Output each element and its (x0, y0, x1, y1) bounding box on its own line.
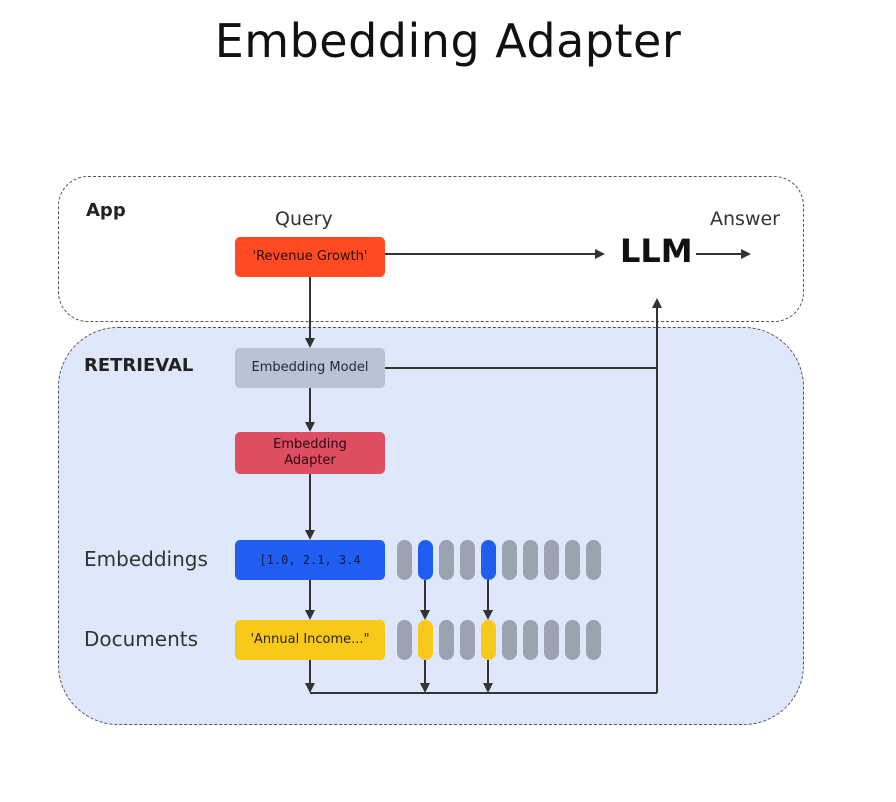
retrieval-region (58, 327, 804, 725)
embedding-pill-selected (481, 540, 496, 580)
query-box: 'Revenue Growth' (235, 237, 385, 277)
document-pill-selected (481, 620, 496, 660)
embedding-pill (565, 540, 580, 580)
llm-label: LLM (620, 232, 693, 270)
embedding-model-box: Embedding Model (235, 348, 385, 388)
document-pill (502, 620, 517, 660)
retrieval-label: RETRIEVAL (84, 355, 194, 376)
embedding-adapter-box: Embedding Adapter (235, 432, 385, 474)
embedding-pill (439, 540, 454, 580)
embedding-pill (460, 540, 475, 580)
document-pill-selected (418, 620, 433, 660)
embedding-vector-box: [1.0, 2.1, 3.4 (235, 540, 385, 580)
document-pill (460, 620, 475, 660)
answer-label: Answer (710, 208, 780, 230)
app-label: App (86, 200, 126, 221)
document-pill (565, 620, 580, 660)
app-region (58, 176, 804, 322)
document-pill (397, 620, 412, 660)
embeddings-label: Embeddings (84, 547, 208, 571)
document-pill (523, 620, 538, 660)
document-pill (439, 620, 454, 660)
embedding-pill (586, 540, 601, 580)
document-box: 'Annual Income..." (235, 620, 385, 660)
embedding-pill (523, 540, 538, 580)
document-pill (544, 620, 559, 660)
page-title: Embedding Adapter (214, 14, 682, 68)
query-label: Query (275, 208, 333, 230)
document-pill (586, 620, 601, 660)
documents-label: Documents (84, 627, 199, 651)
embedding-pill-selected (418, 540, 433, 580)
embedding-adapter-label: Embedding Adapter (273, 437, 347, 468)
embedding-pill (397, 540, 412, 580)
embedding-pill (502, 540, 517, 580)
embedding-pill (544, 540, 559, 580)
